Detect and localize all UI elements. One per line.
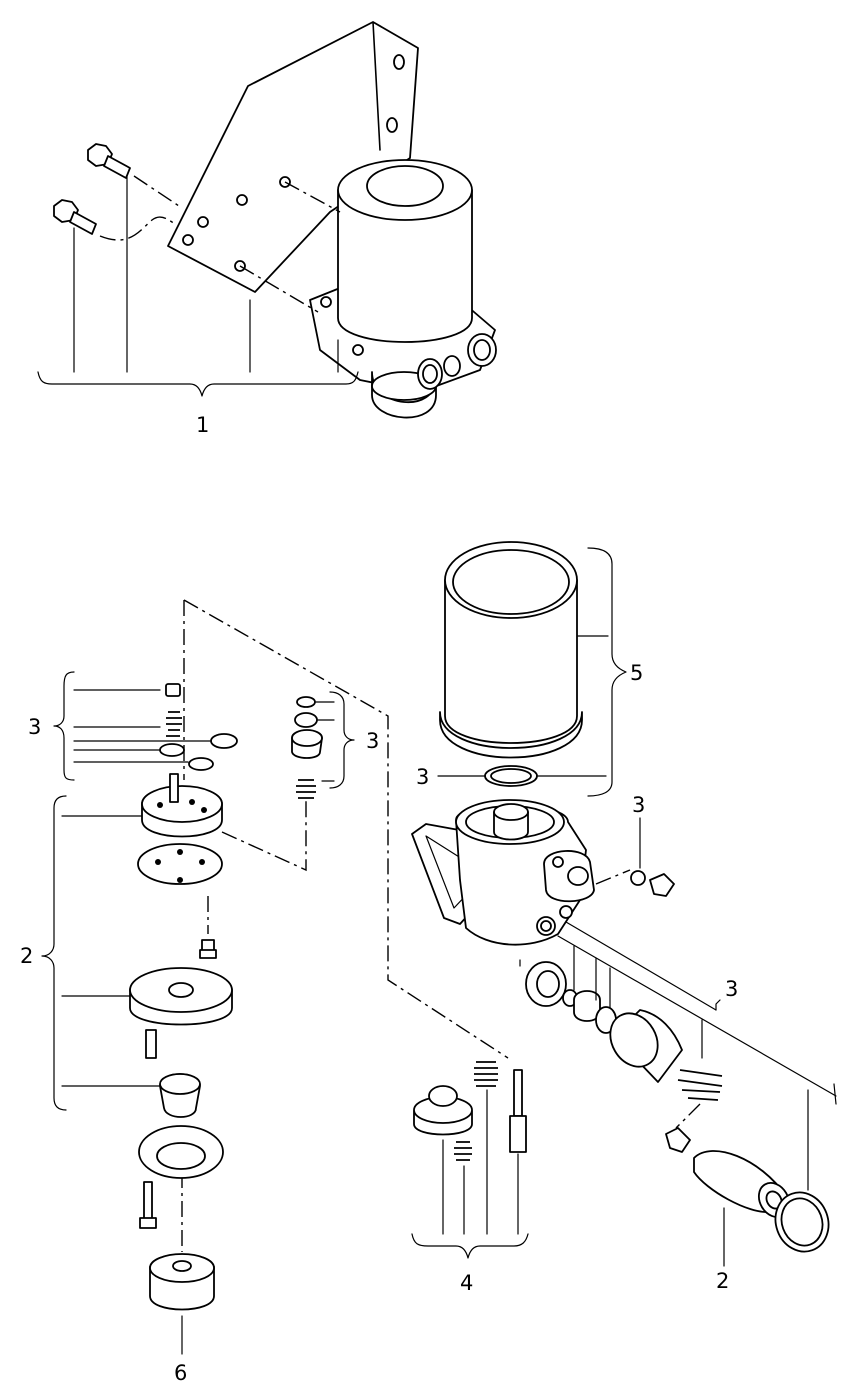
middle-seal-kit: 3 <box>291 691 379 799</box>
label-item-6: 6 <box>174 1361 187 1385</box>
label-kit-3-right: 3 <box>725 977 738 1001</box>
mounting-bracket <box>167 21 419 293</box>
left-valve-stack: 3 2 6 <box>20 599 509 1385</box>
label-item-1: 1 <box>196 413 209 437</box>
right-assembly: 5 3 3 <box>411 541 837 1295</box>
valve-housing <box>411 799 595 946</box>
label-kit-3-middle: 3 <box>366 729 379 753</box>
label-item-5: 5 <box>630 661 643 685</box>
air-dryer-unit <box>309 159 497 419</box>
top-assembly: 1 <box>37 21 497 437</box>
label-kit-3-left: 3 <box>28 715 41 739</box>
kit-4-parts: 4 <box>411 1061 529 1295</box>
label-bolt-3: 3 <box>632 793 645 817</box>
bolt-lower <box>53 199 97 235</box>
label-seal-3: 3 <box>416 765 429 789</box>
label-kit-2-right: 2 <box>716 1269 729 1293</box>
bolt-upper <box>87 143 131 179</box>
label-kit-2-left: 2 <box>20 944 33 968</box>
label-item-4: 4 <box>460 1271 473 1295</box>
desiccant-cartridge: 5 <box>439 541 643 797</box>
